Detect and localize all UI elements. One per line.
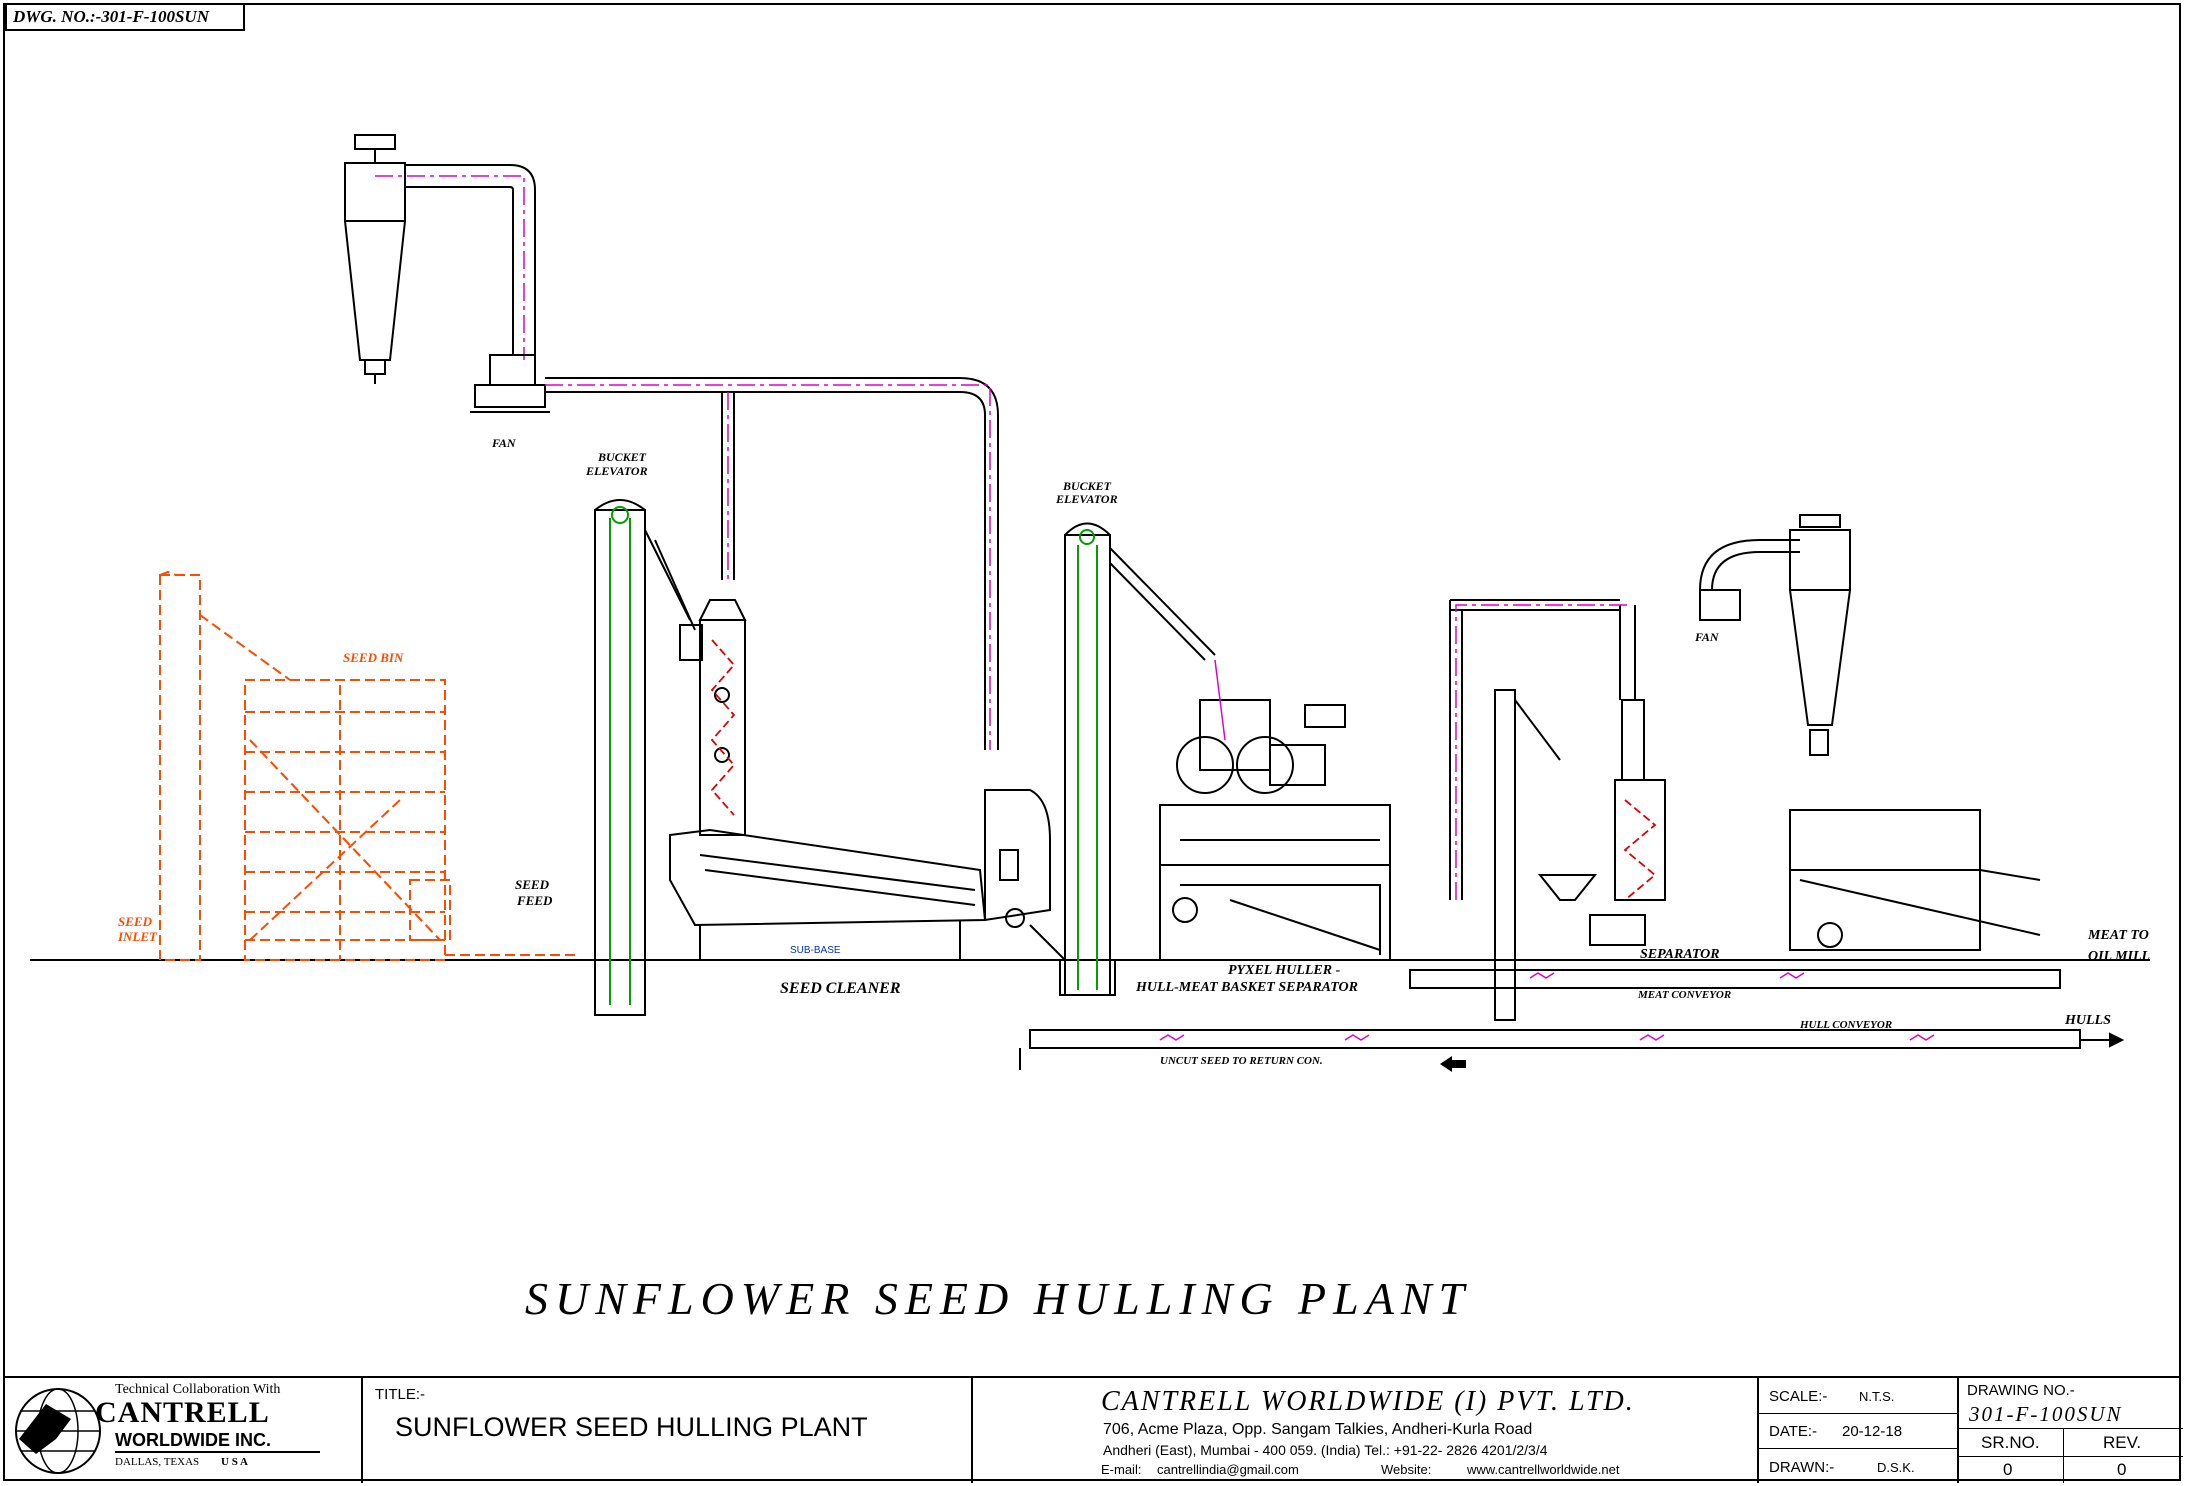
seed-cleaner (669, 828, 987, 960)
aspirator-1 (698, 599, 747, 836)
label-seed-cleaner: SEED CLEANER (780, 980, 901, 997)
website-label: Website: (1381, 1462, 1432, 1477)
drawing-no-value: 301-F-100SUN (1969, 1402, 2123, 1426)
label-meat-conveyor: MEAT CONVEYOR (1637, 989, 1731, 1001)
rev-value: 0 (2117, 1460, 2127, 1479)
main-title: SUNFLOWER SEED HULLING PLANT (525, 1273, 1472, 1324)
date-value: 20-12-18 (1842, 1423, 1903, 1440)
company-cell: CANTRELL WORLDWIDE (I) PVT. LTD. 706, Ac… (971, 1378, 1759, 1483)
long-duct-to-cleaner (545, 377, 999, 750)
label-bucket-elevator-2a: BUCKET (1062, 479, 1112, 493)
title-block: Technical Collaboration With CANTRELL WO… (3, 1376, 2183, 1483)
drawn-label: DRAWN:- (1769, 1459, 1835, 1476)
label-seed-bin: SEED BIN (343, 650, 404, 665)
scale-label: SCALE:- (1769, 1388, 1828, 1405)
separator-column (1494, 689, 1666, 1021)
huller-feed-flow (1214, 659, 1226, 741)
long-duct-flow (545, 384, 991, 750)
label-seed-inlet-a: SEED (118, 914, 153, 929)
label-bucket-elevator-1b: ELEVATOR (585, 464, 648, 478)
label-bucket-elevator-2b: ELEVATOR (1055, 492, 1118, 506)
elevator-1-belt (609, 506, 631, 1005)
title-value: SUNFLOWER SEED HULLING PLANT (395, 1412, 868, 1442)
return-arrow (1440, 1056, 1466, 1072)
email-value[interactable]: cantrellindia@gmail.com (1157, 1462, 1299, 1477)
label-hulls: HULLS (2064, 1013, 2111, 1028)
logo-cell: Technical Collaboration With CANTRELL WO… (3, 1378, 361, 1483)
info-cell: SCALE:- N.T.S. DATE:- 20-12-18 DRAWN:- D… (1757, 1378, 1959, 1483)
separator-duct-flow (1455, 604, 1628, 900)
label-huller-b: HULL-MEAT BASKET SEPARATOR (1135, 980, 1358, 995)
bucket-elevator-1 (594, 499, 703, 1016)
drawing-border (3, 3, 2181, 1481)
label-hull-conveyor: HULL CONVEYOR (1799, 1019, 1892, 1031)
logo-city: DALLAS, TEXAS (115, 1456, 200, 1468)
conveyors (1019, 959, 2125, 1070)
bucket-elevator-2 (1059, 522, 1216, 996)
logo-name-1: CANTRELL (95, 1396, 270, 1429)
meat-separator (1789, 809, 2041, 951)
label-seed-feed-b: FEED (516, 893, 553, 908)
address-line-2: Andheri (East), Mumbai - 400 059. (India… (1103, 1442, 1548, 1458)
label-fan-right: FAN (1694, 630, 1720, 644)
right-fan (1699, 539, 1800, 621)
company-name: CANTRELL WORLDWIDE (I) PVT. LTD. (1101, 1386, 1635, 1417)
label-meat-to-a: MEAT TO (2087, 928, 2149, 943)
scale-value: N.T.S. (1859, 1389, 1895, 1404)
rev-label: REV. (2103, 1433, 2142, 1452)
right-cyclone (1788, 514, 1852, 756)
email-label: E-mail: (1101, 1462, 1142, 1477)
label-separator: SEPARATOR (1640, 947, 1720, 962)
address-line-1: 706, Acme Plaza, Opp. Sangam Talkies, An… (1103, 1421, 1533, 1438)
label-uncut-seed: UNCUT SEED TO RETURN CON. (1160, 1055, 1323, 1067)
seed-bin (159, 570, 580, 961)
label-seed-feed-a: SEED (515, 877, 550, 892)
label-bucket-elevator-1a: BUCKET (597, 450, 647, 464)
aspirator-1-zigzag (710, 639, 736, 816)
top-cyclone (343, 134, 407, 384)
logo-name-2: WORLDWIDE INC. (115, 1430, 320, 1453)
label-huller-a: PYXEL HULLER - (1228, 963, 1341, 978)
logo-country: U S A (221, 1456, 248, 1468)
label-meat-to-b: OIL MILL (2088, 949, 2150, 964)
date-label: DATE:- (1769, 1423, 1818, 1440)
top-duct-flow (375, 175, 525, 360)
drawing-no-label: DRAWING NO.- (1967, 1382, 2075, 1399)
cleaner-discharge (984, 789, 1066, 961)
drawing-number-box: DWG. NO.:-301-F-100SUN (5, 3, 245, 31)
top-fan (470, 354, 550, 413)
website-value[interactable]: www.cantrellworldwide.net (1467, 1462, 1620, 1477)
label-fan-top: FAN (491, 436, 517, 450)
separator-duct (1449, 599, 1645, 900)
separator-zigzag (1623, 799, 1657, 901)
title-cell: TITLE:- SUNFLOWER SEED HULLING PLANT (361, 1378, 973, 1483)
title-label: TITLE:- (375, 1386, 426, 1403)
collab-line: Technical Collaboration With (115, 1382, 281, 1397)
top-duct (405, 164, 536, 355)
label-sub-base: SUB-BASE (790, 945, 841, 956)
elevator-2-belt (1077, 529, 1098, 990)
conveyor-flights (1159, 972, 1935, 1041)
srno-value: 0 (2003, 1460, 2013, 1479)
pyxel-huller (1159, 699, 1391, 961)
globe-logo-icon (15, 1388, 101, 1474)
drawn-value: D.S.K. (1877, 1460, 1915, 1475)
label-seed-inlet-b: INLET (117, 929, 158, 944)
srno-label: SR.NO. (1981, 1433, 2040, 1452)
drawing-no-cell: DRAWING NO.- 301-F-100SUN SR.NO. REV. 0 … (1957, 1378, 2183, 1483)
